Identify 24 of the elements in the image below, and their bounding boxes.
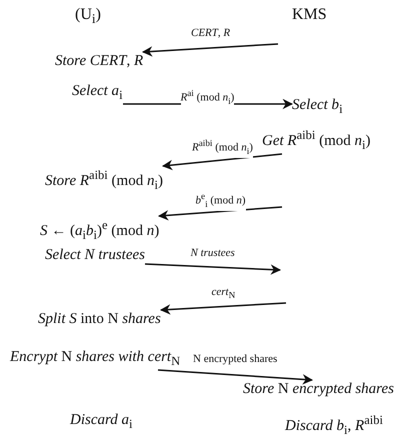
edge-label: R$^{aibi}$ (mod n$_{i}$): [192, 137, 253, 158]
message-arrow: [142, 43, 278, 57]
message-arrow: [158, 206, 282, 221]
message-arrow: [158, 369, 314, 385]
step-text: Select a$_{i}$: [72, 82, 123, 104]
edge-label: CERT, R: [191, 27, 230, 40]
step-text: Select b$_{i}$: [292, 96, 343, 118]
participant-label: KMS: [292, 6, 327, 24]
step-text: Discard b$_{i}$, R$^{aibi}$: [285, 411, 383, 436]
step-text: Store R$^{aibi}$ (mod n$_{i}$): [45, 166, 163, 194]
step-text: Store N encrypted shares: [243, 380, 394, 398]
step-text: S ← (a$_{i}$b$_{i}$)$^{e}$ (mod n): [40, 216, 160, 244]
message-arrow: [162, 153, 282, 170]
step-text: Split S into N shares: [38, 310, 161, 328]
step-text: Store CERT, R: [55, 52, 144, 70]
message-arrow: [144, 263, 282, 275]
step-text: Encrypt N shares with cert$_{N}$: [10, 348, 180, 370]
message-arrow: [160, 302, 286, 315]
edge-label: N encrypted shares: [193, 353, 278, 366]
step-text: Select N trustees: [45, 246, 145, 264]
participant-label: (U$_{i}$): [75, 6, 101, 28]
edge-label: R$^{ai}$ (mod n$_{i}$): [180, 87, 234, 108]
step-text: Get R$^{aibi}$ (mod n$_{i}$): [262, 126, 370, 154]
step-text: Discard a$_{i}$: [70, 411, 133, 433]
